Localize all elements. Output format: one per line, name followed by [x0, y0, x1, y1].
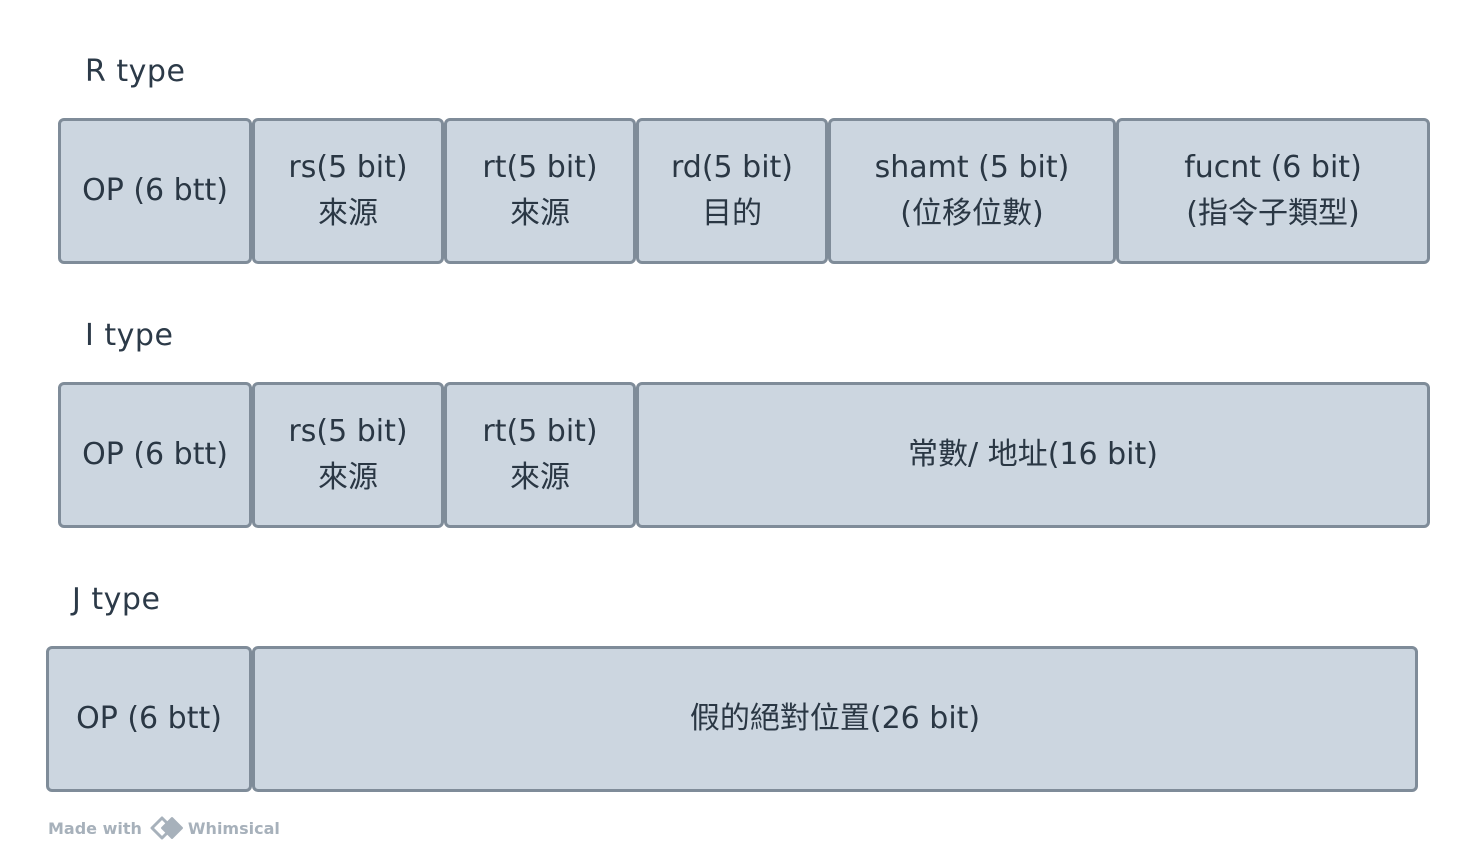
- field-description: 來源: [510, 196, 570, 231]
- field-label: OP (6 btt): [82, 437, 228, 472]
- whimsical-logo-icon: [150, 816, 183, 840]
- r-shamt-field: shamt (5 bit) (位移位數): [828, 118, 1116, 264]
- r-rt-field: rt(5 bit) 來源: [444, 118, 636, 264]
- field-label: fucnt (6 bit): [1184, 150, 1362, 185]
- field-description: 來源: [510, 460, 570, 495]
- r-type-row: OP (6 btt) rs(5 bit) 來源 rt(5 bit) 來源 rd(…: [58, 118, 1430, 264]
- r-op-field: OP (6 btt): [58, 118, 252, 264]
- field-description: (位移位數): [900, 196, 1044, 231]
- r-type-title: R type: [85, 54, 186, 89]
- r-rd-field: rd(5 bit) 目的: [636, 118, 828, 264]
- field-label: rt(5 bit): [482, 150, 598, 185]
- field-label: shamt (5 bit): [874, 150, 1070, 185]
- field-label: rd(5 bit): [670, 150, 794, 185]
- r-rs-field: rs(5 bit) 來源: [252, 118, 444, 264]
- field-label: 常數/ 地址(16 bit): [908, 437, 1158, 472]
- field-description: 來源: [318, 196, 378, 231]
- field-description: 目的: [702, 196, 762, 231]
- j-type-row: OP (6 btt) 假的絕對位置(26 bit): [46, 646, 1418, 792]
- field-label: rs(5 bit): [288, 150, 408, 185]
- field-description: 來源: [318, 460, 378, 495]
- field-label: rs(5 bit): [288, 414, 408, 449]
- field-label: rt(5 bit): [482, 414, 598, 449]
- field-label: OP (6 btt): [76, 701, 222, 736]
- i-immediate-field: 常數/ 地址(16 bit): [636, 382, 1430, 528]
- i-type-title: I type: [85, 318, 174, 353]
- j-type-title: J type: [72, 582, 161, 617]
- field-label: 假的絕對位置(26 bit): [689, 701, 981, 736]
- i-type-row: OP (6 btt) rs(5 bit) 來源 rt(5 bit) 來源 常數/…: [58, 382, 1430, 528]
- j-address-field: 假的絕對位置(26 bit): [252, 646, 1418, 792]
- j-op-field: OP (6 btt): [46, 646, 252, 792]
- i-rt-field: rt(5 bit) 來源: [444, 382, 636, 528]
- r-funct-field: fucnt (6 bit) (指令子類型): [1116, 118, 1430, 264]
- made-with-label: Made with: [48, 818, 142, 838]
- field-description: (指令子類型): [1186, 196, 1360, 231]
- field-label: OP (6 btt): [82, 173, 228, 208]
- whimsical-brand: Whimsical: [187, 818, 280, 838]
- i-op-field: OP (6 btt): [58, 382, 252, 528]
- made-with-whimsical[interactable]: Made with Whimsical: [48, 816, 280, 840]
- i-rs-field: rs(5 bit) 來源: [252, 382, 444, 528]
